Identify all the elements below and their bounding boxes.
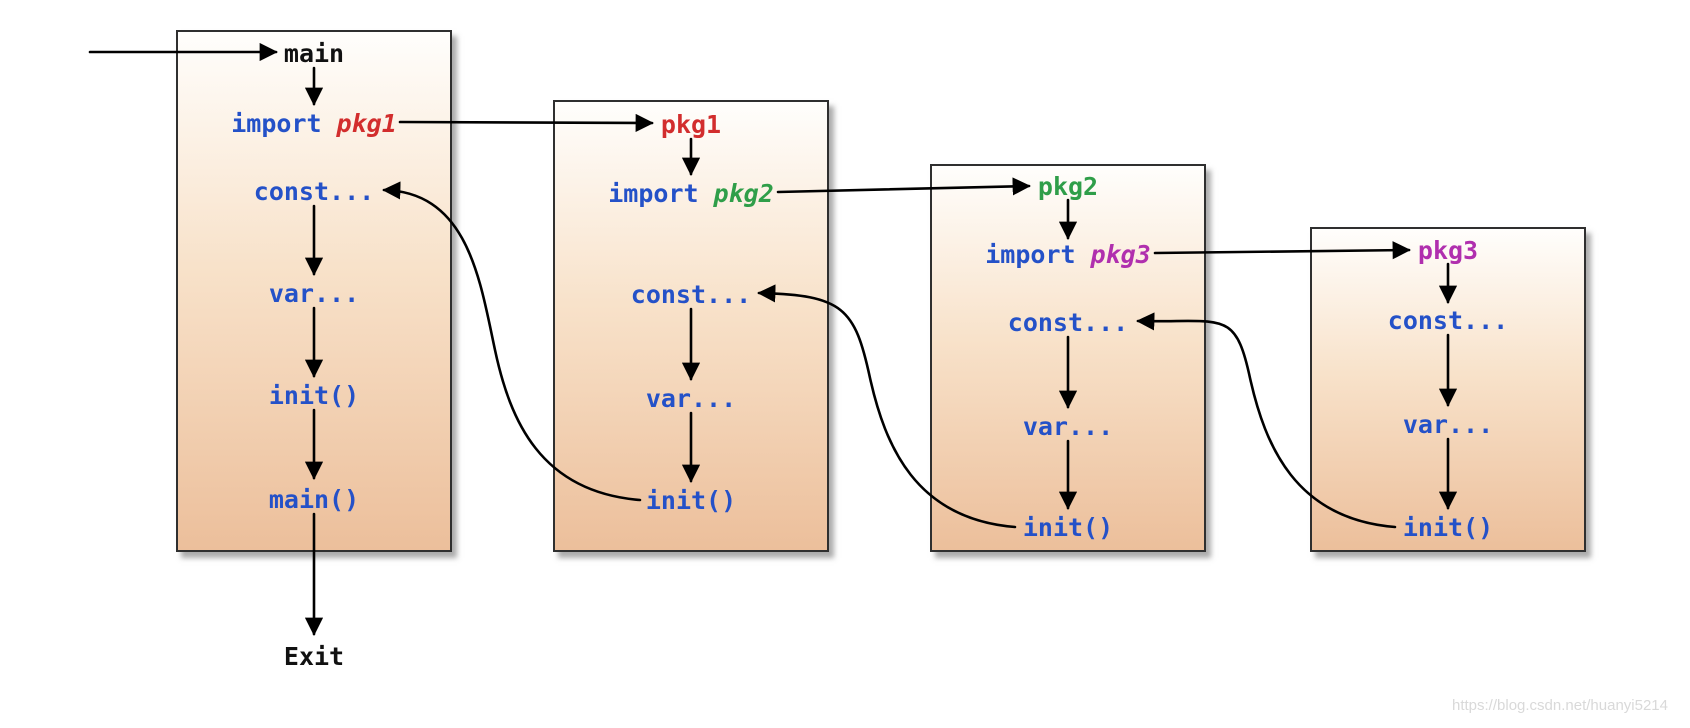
box-pkg3: pkg3 const... var... init() — [1310, 227, 1586, 552]
main-import-statement: import pkg1 — [178, 108, 450, 140]
import-keyword: import — [985, 240, 1076, 269]
import-pkg3-name: pkg3 — [1090, 240, 1151, 269]
box-pkg2-title: pkg2 — [1037, 172, 1099, 201]
pkg2-var-statement: var... — [1022, 412, 1114, 441]
pkg2-const-statement: const... — [1007, 308, 1129, 337]
pkg2-init-call: init() — [1022, 513, 1114, 542]
pkg3-var-statement: var... — [1402, 410, 1494, 439]
pkg1-import-statement: import pkg2 — [555, 178, 827, 210]
watermark: https://blog.csdn.net/huanyi5214 — [1452, 697, 1668, 714]
import-pkg1-name: pkg1 — [336, 109, 397, 138]
box-pkg2: pkg2 import pkg3 const... var... init() — [930, 164, 1206, 552]
pkg1-init-call: init() — [645, 486, 737, 515]
pkg2-import-statement: import pkg3 — [932, 239, 1204, 271]
main-init-call: init() — [268, 381, 360, 410]
exit-label: Exit — [283, 642, 345, 671]
main-main-call: main() — [268, 485, 360, 514]
pkg3-init-call: init() — [1402, 513, 1494, 542]
pkg1-const-statement: const... — [630, 280, 752, 309]
main-const-statement: const... — [253, 177, 375, 206]
box-main: main import pkg1 const... var... init() m… — [176, 30, 452, 552]
box-main-title: main — [283, 39, 345, 68]
pkg1-var-statement: var... — [645, 384, 737, 413]
pkg3-const-statement: const... — [1387, 306, 1509, 335]
main-var-statement: var... — [268, 279, 360, 308]
box-pkg3-title: pkg3 — [1417, 236, 1479, 265]
box-pkg1-title: pkg1 — [660, 110, 722, 139]
import-pkg2-name: pkg2 — [713, 179, 774, 208]
import-keyword: import — [231, 109, 322, 138]
box-pkg1: pkg1 import pkg2 const... var... init() — [553, 100, 829, 552]
import-keyword: import — [608, 179, 699, 208]
